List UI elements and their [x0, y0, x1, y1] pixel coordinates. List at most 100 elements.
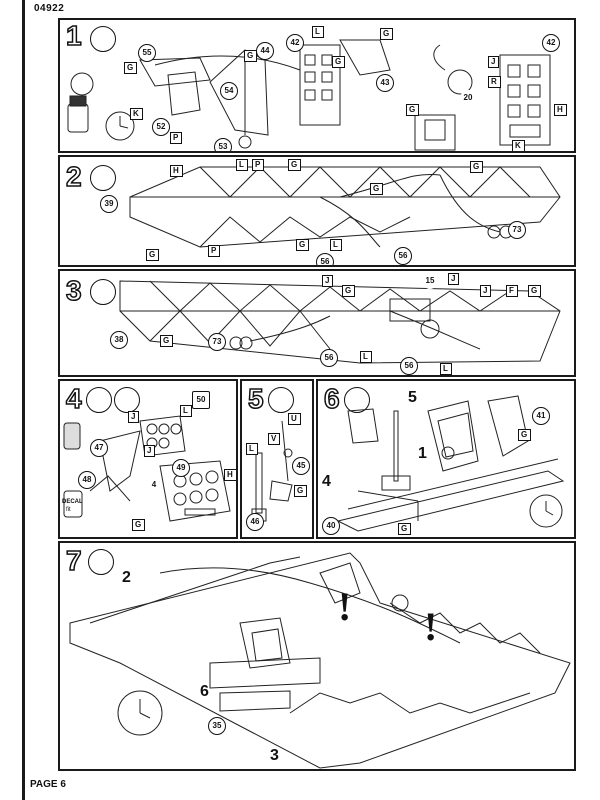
part-callout: 40: [322, 517, 340, 535]
fuselage-side-drawing: [119, 280, 561, 364]
paint-code: G: [332, 56, 346, 68]
part-callout: 15: [422, 273, 438, 289]
part-callout: 73: [508, 221, 526, 239]
subassembly-ref: 5: [408, 389, 417, 406]
paint-code: L: [360, 351, 372, 363]
glue-icon: [88, 549, 114, 575]
glue-icon: [90, 26, 116, 52]
step-number: 5: [247, 383, 264, 414]
paint-code: G: [244, 50, 258, 62]
step-1-panel: 1: [58, 18, 576, 153]
paint-code: G: [370, 183, 384, 195]
paint-code: G: [518, 429, 532, 441]
paint-code: G: [470, 161, 484, 173]
paint-code: G: [398, 523, 412, 535]
part-callout: 48: [78, 471, 96, 489]
part-callout: 56: [394, 247, 412, 265]
step-6-panel: 6 5 4 1 41 40 G G: [316, 379, 576, 539]
subassembly-ref: 4: [322, 473, 331, 490]
step-number: 2: [65, 161, 82, 192]
part-callout: 73: [208, 333, 226, 351]
paint-code: G: [124, 62, 138, 74]
paint-code: J: [480, 285, 492, 297]
step-3-panel: 3 38 73 15 56 56 G J J G J F G L L: [58, 269, 576, 377]
part-callout: 45: [292, 457, 310, 475]
part-callout: 56: [316, 253, 334, 265]
final-assembly-drawing: [69, 552, 571, 769]
paint-code: G: [528, 285, 542, 297]
part-callout: 55: [138, 44, 156, 62]
paint-code: U: [288, 413, 301, 425]
paint-code: P: [252, 159, 265, 171]
step-number: 6: [323, 383, 340, 414]
page-number: PAGE 6: [30, 779, 66, 790]
paint-code: J: [448, 273, 460, 285]
part-callout: 35: [208, 717, 226, 735]
paint-code: K: [512, 140, 525, 151]
glue-icon: [90, 165, 116, 191]
step-4-panel: 4 DECAL fit 50 47 48 49 4 J L J H G: [58, 379, 238, 539]
part-callout: 39: [100, 195, 118, 213]
part-callout: 42: [286, 34, 304, 52]
paint-code: P: [170, 132, 183, 144]
step-7-panel: 7 ! ! 2 6 3 35: [58, 541, 576, 771]
paint-code: L: [180, 405, 192, 417]
part-callout: 47: [90, 439, 108, 457]
paint-code: J: [128, 411, 140, 423]
paint-code: G: [146, 249, 160, 261]
part-callout: 20: [460, 90, 476, 106]
paint-code: L: [440, 363, 452, 375]
paint-code: L: [246, 443, 258, 455]
step-5-panel: 5 45 46 U V L G: [240, 379, 314, 539]
decal-bottle-label: DECAL: [62, 499, 83, 505]
paint-code: L: [330, 239, 342, 251]
glue-icon: [344, 387, 370, 413]
paint-code: H: [554, 104, 567, 116]
part-callout: 44: [256, 42, 274, 60]
step-number: 1: [65, 20, 82, 51]
part-callout: 54: [220, 82, 238, 100]
part-callout: 38: [110, 331, 128, 349]
paint-code: G: [294, 485, 308, 497]
attention-mark: !: [338, 584, 352, 629]
paint-code: F: [506, 285, 518, 297]
part-callout: 46: [246, 513, 264, 531]
product-code: 04922: [34, 3, 65, 14]
subassembly-ref: 2: [122, 569, 131, 586]
glue-icon: [114, 387, 140, 413]
paint-code: J: [322, 275, 334, 287]
paint-code: L: [312, 26, 324, 38]
paint-code: P: [208, 245, 221, 257]
subassembly-ref: 6: [200, 683, 209, 700]
part-callout: 49: [172, 459, 190, 477]
glue-icon: [86, 387, 112, 413]
part-callout: 53: [214, 138, 232, 151]
part-callout: 52: [152, 118, 170, 136]
seat-assembly-drawing: [336, 395, 565, 532]
paint-code: G: [380, 28, 394, 40]
step-number: 3: [65, 275, 82, 306]
part-callout: 4: [146, 477, 162, 493]
binding-edge: [22, 0, 25, 800]
paint-code: G: [160, 335, 174, 347]
part-callout: 43: [376, 74, 394, 92]
paint-code: J: [144, 445, 156, 457]
paint-code: K: [130, 108, 143, 120]
paint-code: V: [268, 433, 281, 445]
paint-code: R: [488, 76, 501, 88]
step-number: 7: [65, 545, 82, 576]
step-number: 4: [65, 383, 82, 414]
subassembly-ref: 1: [418, 445, 427, 462]
part-callout: 56: [320, 349, 338, 367]
paint-code: G: [296, 239, 310, 251]
glue-icon: [268, 387, 294, 413]
decal-bottle-sublabel: fit: [66, 507, 71, 513]
paint-code: G: [288, 159, 302, 171]
part-callout: 56: [400, 357, 418, 375]
fuselage-frame-drawing: [129, 166, 561, 248]
part-callout: 50: [192, 391, 210, 409]
step-2-panel: 2 39 56 56 73 H L P G G G G P G L: [58, 155, 576, 267]
paint-code: G: [342, 285, 356, 297]
paint-code: L: [236, 159, 248, 171]
paint-code: H: [170, 165, 183, 177]
